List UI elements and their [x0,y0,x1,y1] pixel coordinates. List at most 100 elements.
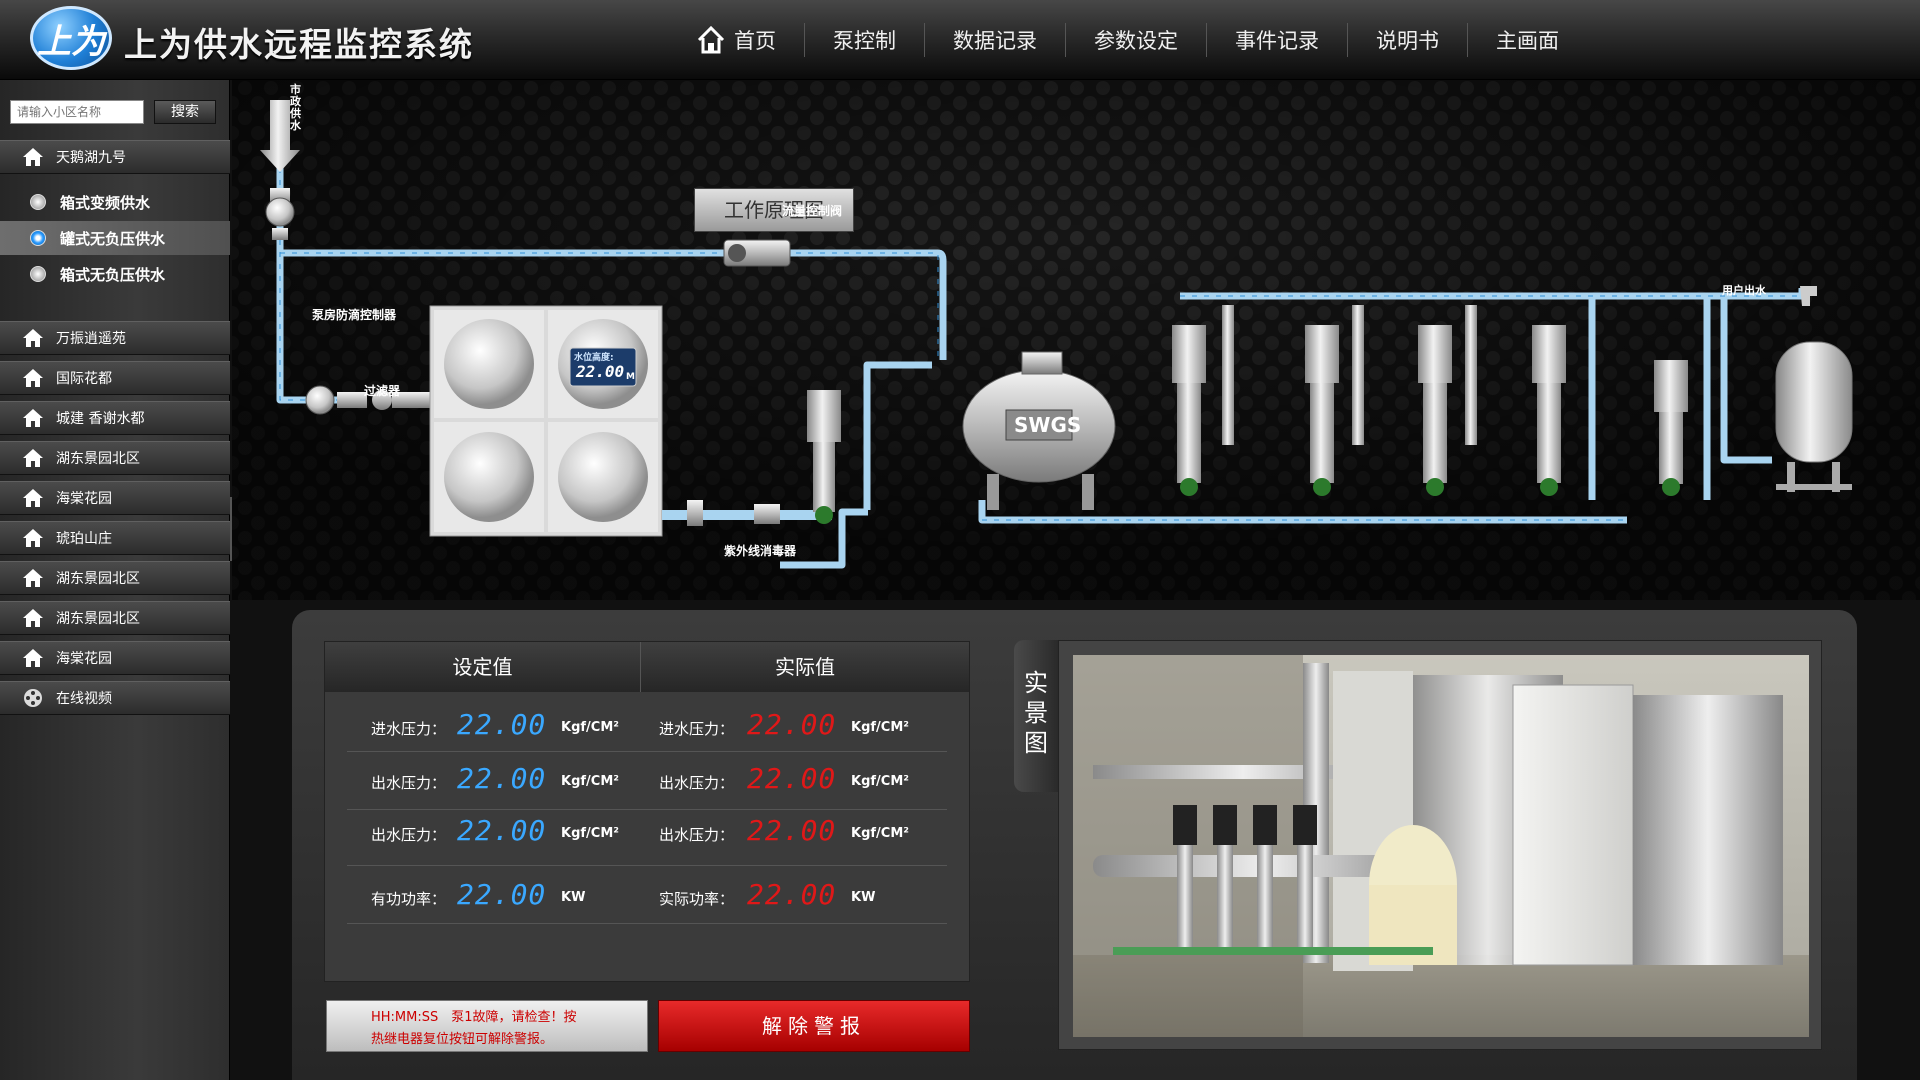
label-municipal: 市政供水 [290,83,301,132]
search-row: 搜索 [10,100,220,124]
row-label-set: 出水压力： [371,826,447,844]
sidebar-item-label: 湖东景园北区 [56,611,140,627]
label-user-outlet: 用户出水 [1722,284,1766,297]
nav-data-log[interactable]: 数据记录 [925,23,1066,57]
sidebar-item-label: 城建 香谢水都 [56,411,145,427]
row-label-actual: 实际功率： [659,890,735,908]
sidebar-item[interactable]: 海棠花园 [0,481,230,515]
sidebar-subitem[interactable]: 箱式无负压供水 [0,257,230,291]
logo: 上为 [30,6,112,70]
sidebar-item[interactable]: 湖东景园北区 [0,601,230,635]
home-icon [22,147,44,167]
sidebar: 搜索 天鹅湖九号 箱式变频供水 罐式无负压供水 箱式无负压供水 万振逍遥苑 国际… [0,80,230,1080]
row-value-set: 22.00 [457,878,547,911]
process-diagram: 工作原理图 市政供水 流量控制阀 泵房防滴控制器 过滤器 紫外线消毒器 用户出水… [232,80,1920,600]
radio-icon [30,230,46,246]
site-photo [1073,655,1809,1037]
row-label-set: 有功功率： [371,890,447,908]
nav-main-screen[interactable]: 主画面 [1496,29,1559,53]
row-label-set: 进水压力： [371,720,447,738]
nav-event-log[interactable]: 事件记录 [1207,23,1348,57]
label-flow-valve: 流量控制阀 [782,204,843,218]
row-label-actual: 进水压力： [659,720,735,738]
sidebar-item[interactable]: 琥珀山庄 [0,521,230,555]
nav-manual[interactable]: 说明书 [1348,23,1468,57]
home-icon [22,448,44,468]
radio-icon [30,266,46,282]
sidebar-subitem-active[interactable]: 罐式无负压供水 [0,221,230,255]
sidebar-item[interactable]: 湖东景园北区 [0,441,230,475]
sidebar-item[interactable]: 海棠花园 [0,641,230,675]
table-row: 有功功率： 22.00 KW 实际功率： 22.00 KW [347,868,947,924]
photo-tab[interactable]: 实景图 [1014,640,1058,792]
home-icon [22,648,44,668]
row-unit-actual: Kgf/CM² [851,826,909,841]
nav-settings[interactable]: 参数设定 [1066,23,1207,57]
home-icon [22,608,44,628]
table-row: 出水压力： 22.00 Kgf/CM² 出水压力： 22.00 Kgf/CM² [347,754,947,810]
sidebar-item[interactable]: 国际花都 [0,361,230,395]
sidebar-subitem-label: 箱式变频供水 [60,193,151,212]
sidebar-item[interactable]: 万振逍遥苑 [0,321,230,355]
home-icon [696,25,726,55]
nav-home-label: 首页 [734,29,776,53]
row-value-set: 22.00 [457,814,547,847]
sidebar-item-label: 海棠花园 [56,491,112,507]
column-header-set: 设定值 [325,642,641,692]
nav-pump-control[interactable]: 泵控制 [805,23,925,57]
table-row: 出水压力： 22.00 Kgf/CM² 出水压力： 22.00 Kgf/CM² [347,812,947,866]
row-value-actual: 22.00 [747,814,837,847]
search-input[interactable] [10,100,144,124]
row-value-actual: 22.00 [747,708,837,741]
row-unit-actual: Kgf/CM² [851,720,909,735]
label-uv: 紫外线消毒器 [724,544,797,558]
row-value-set: 22.00 [457,708,547,741]
level-title: 水位高度: [574,353,614,363]
row-label-actual: 出水压力： [659,826,735,844]
table-row: 进水压力： 22.00 Kgf/CM² 进水压力： 22.00 Kgf/CM² [347,704,947,752]
clear-alarm-button[interactable]: 解除警报 [658,1000,970,1052]
sidebar-item-label: 国际花都 [56,371,112,387]
sidebar-item[interactable]: 城建 香谢水都 [0,401,230,435]
sidebar-item-top[interactable]: 天鹅湖九号 [0,140,230,174]
film-reel-icon [22,688,44,708]
row-unit-actual: Kgf/CM² [851,774,909,789]
app-title: 上为供水远程监控系统 [124,25,474,64]
sidebar-item-label: 海棠花园 [56,651,112,667]
sidebar-item-label: 万振逍遥苑 [56,331,126,347]
nav-home[interactable]: 首页 [668,23,805,57]
app-header: 上为 上为供水远程监控系统 首页 泵控制 数据记录 参数设定 事件记录 说明书 … [0,0,1920,80]
alarm-line-2: 热继电器复位按钮可解除警报。 [371,1032,554,1047]
tank-brand: SWGS [1014,413,1082,437]
home-icon [22,488,44,508]
home-icon [22,568,44,588]
row-value-set: 22.00 [457,762,547,795]
home-icon [22,528,44,548]
value-table: 设定值 实际值 进水压力： 22.00 Kgf/CM² 进水压力： 22.00 … [324,641,970,982]
sidebar-item-label: 天鹅湖九号 [56,150,126,166]
radio-icon [30,194,46,210]
label-filter: 过滤器 [364,384,401,398]
level-value: 22.00 [576,362,625,381]
row-value-actual: 22.00 [747,878,837,911]
diagram-title-plate: 工作原理图 [694,188,854,232]
row-label-set: 出水压力： [371,774,447,792]
alarm-message: HH:MM:SS 泵1故障，请检查！按 热继电器复位按钮可解除警报。 [326,1000,648,1052]
search-button[interactable]: 搜索 [154,100,216,124]
sidebar-item-label: 湖东景园北区 [56,451,140,467]
column-header-actual: 实际值 [641,642,969,692]
sidebar-subitem-label: 罐式无负压供水 [60,229,166,248]
home-icon [22,368,44,388]
process-diagram-svg [232,80,1920,600]
sidebar-item-video[interactable]: 在线视频 [0,681,230,715]
home-icon [22,328,44,348]
row-unit-actual: KW [851,890,876,905]
row-label-actual: 出水压力： [659,774,735,792]
row-value-actual: 22.00 [747,762,837,795]
row-unit-set: Kgf/CM² [561,774,619,789]
level-unit: M [626,372,635,382]
main-nav: 首页 泵控制 数据记录 参数设定 事件记录 说明书 主画面 [668,0,1587,80]
sidebar-subitem[interactable]: 箱式变频供水 [0,185,230,219]
sidebar-item-label: 在线视频 [56,691,112,707]
sidebar-item[interactable]: 湖东景园北区 [0,561,230,595]
